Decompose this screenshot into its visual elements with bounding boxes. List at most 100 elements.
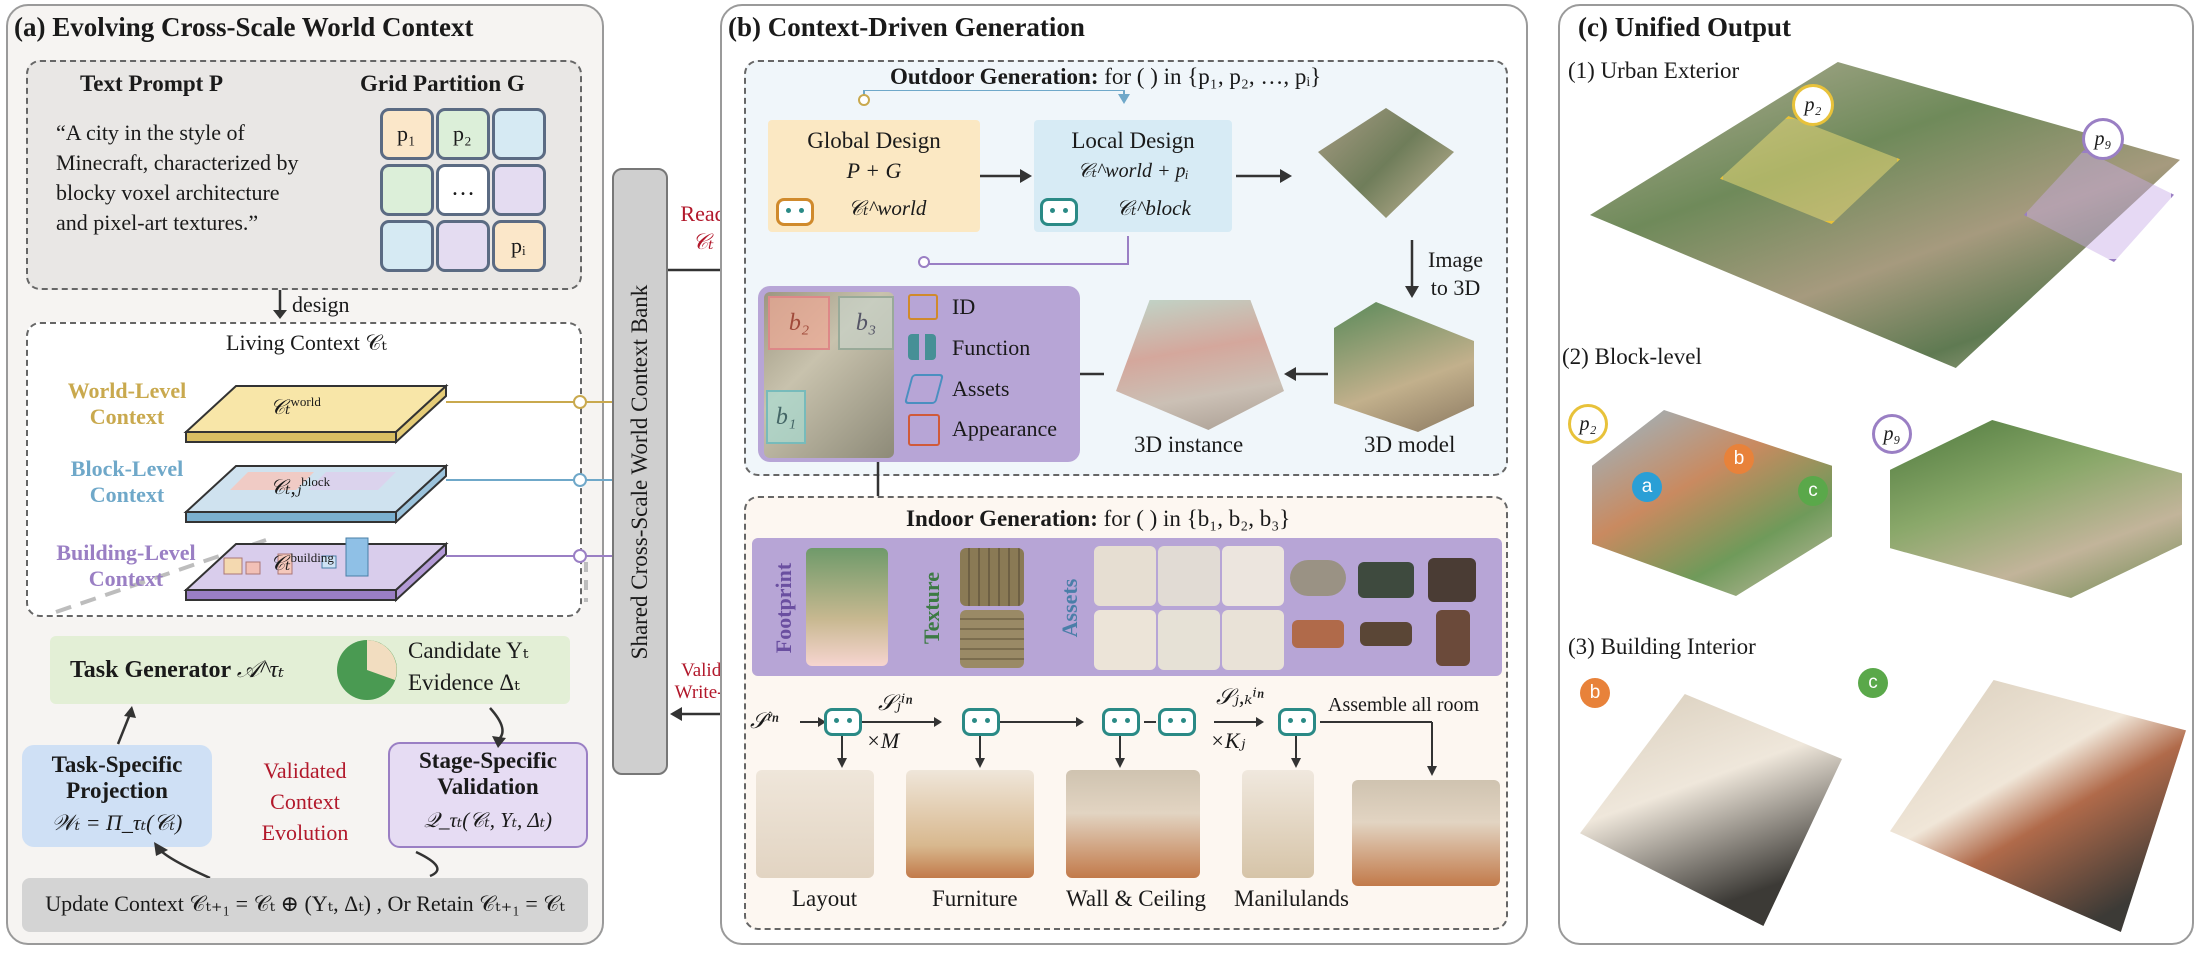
appearance-label: Appearance [952,416,1058,441]
building-tag: c [1858,668,1888,698]
building-tag: c [1798,476,1828,506]
3d-instance-label: 3D instance [1134,432,1244,457]
asset-tile [1094,610,1156,670]
building-symbol: 𝒞ₜbuilding [270,550,334,575]
prompt-title: Text Prompt P [80,71,224,96]
building-tag: b [1724,444,1754,474]
task-generator-label: Task Generator 𝒜^τₜ [70,657,285,683]
stage-image-furniture [906,770,1034,878]
candidate-label: Candidate Yₜ [408,638,529,663]
block-tag: b₃ [838,296,894,350]
id-label: ID [952,294,976,319]
pie-icon [337,640,397,700]
seq-label: 𝒮ⱼⁱⁿ [878,690,913,715]
id-icon [908,294,938,320]
seq-label: 𝒮ⁱⁿ [750,708,779,733]
stage-label: Wall & Ceiling [1066,886,1206,911]
asset-tile [1158,610,1220,670]
world-symbol: 𝒞ₜworld [270,394,321,419]
outdoor-title: Outdoor Generation: for ( ) in {p₁, p₂, … [890,64,1322,89]
assets-label: Assets [952,376,1010,401]
design-label: design [292,292,350,317]
robot-icon [1040,198,1078,226]
robot-icon [824,708,862,736]
asset-tile [1222,546,1284,606]
asset-tile [1292,620,1344,648]
texture-label: Texture [919,571,944,645]
asset-tile [1358,562,1414,598]
asset-tile [1290,560,1346,596]
local-design-input: 𝒞ₜ^world + pᵢ [1077,160,1189,182]
building-tag: a [1632,472,1662,502]
robot-icon [1158,708,1196,736]
grid-cell: p₂ [436,108,490,160]
region-tag: p₉ [1872,414,1912,454]
global-design-input: P + G [846,158,902,183]
building-tag: b [1580,678,1610,708]
stage-image-layout [756,770,874,878]
validation-formula: 𝒬_τₜ(𝒞ₜ, Yₜ, Δₜ) [423,808,553,832]
grid-cell [492,108,546,160]
validation-box [388,742,588,848]
block-symbol: 𝒞ₜ,ⱼblock [270,474,331,499]
asset-tile [1158,546,1220,606]
design-arrow [273,290,287,319]
grid-cell [380,220,434,272]
asset-tile [1436,610,1470,666]
indoor-title: Indoor Generation: for ( ) in {b₁, b₂, b… [906,506,1291,531]
context-bank-label: Shared Cross-Scale World Context Bank [627,284,652,660]
sequence-chain [800,717,1437,776]
function-label: Function [952,335,1031,360]
projection-box [22,745,212,847]
local-design-output: 𝒞ₜ^block [1116,196,1191,220]
loop-arrows [116,706,506,880]
living-context-title: Living Context 𝒞ₜ [226,330,387,355]
grid-cell [492,164,546,216]
update-context-bar [22,878,588,932]
panel-a-title: (a) Evolving Cross-Scale World Context [14,12,474,42]
assets-strip-label: Assets [1057,578,1082,638]
texture-image [960,548,1024,606]
robot-icon [1278,708,1316,736]
projection-formula: 𝒲ₜ = Π_τₜ(𝒞ₜ) [51,810,183,835]
asset-tile [1222,610,1284,670]
context-layers [55,383,588,614]
stage-label: Manilulands [1234,886,1349,911]
asset-tile [1428,558,1476,602]
region-tag: p₉ [2082,118,2124,160]
stage-image-manilulands [1242,770,1314,878]
global-design-title: Global Design [807,128,941,153]
seq-label: 𝒮ⱼ,ₖⁱⁿ [1216,684,1264,709]
texture-image [960,610,1024,668]
assemble-label: Assemble all room [1328,694,1480,716]
panel-c-title: (c) Unified Output [1578,12,1792,42]
region-tag: p₂ [1792,84,1834,126]
prompt-line: blocky voxel architecture [56,180,280,205]
prompt-line: Minecraft, characterized by [56,150,299,175]
grid-cell: p₁ [380,108,434,160]
grid-cell [436,220,490,272]
appearance-icon [908,414,940,446]
stage-label: Layout [792,886,858,911]
urban-exterior-label: (1) Urban Exterior [1568,58,1740,83]
task-generator-box [50,636,570,704]
grid-cell: … [436,164,490,216]
context-bank [612,168,668,775]
grid-title: Grid Partition G [360,71,525,96]
robot-icon [1102,708,1140,736]
seq-label: ×Kⱼ [1210,728,1246,753]
function-icon [908,334,936,360]
prompt-line: “A city in the style of [56,120,245,145]
building-interior-label: (3) Building Interior [1568,634,1756,659]
robot-icon [776,198,814,226]
layer-connectors [446,395,620,563]
stage-image-wall [1066,770,1200,878]
update-context-text: Update Context 𝒞ₜ₊₁ = 𝒞ₜ ⊕ (Yₜ, Δₜ) , Or… [45,891,565,916]
block-level-label: (2) Block-level [1562,344,1702,369]
seq-label: ×M [866,728,900,753]
